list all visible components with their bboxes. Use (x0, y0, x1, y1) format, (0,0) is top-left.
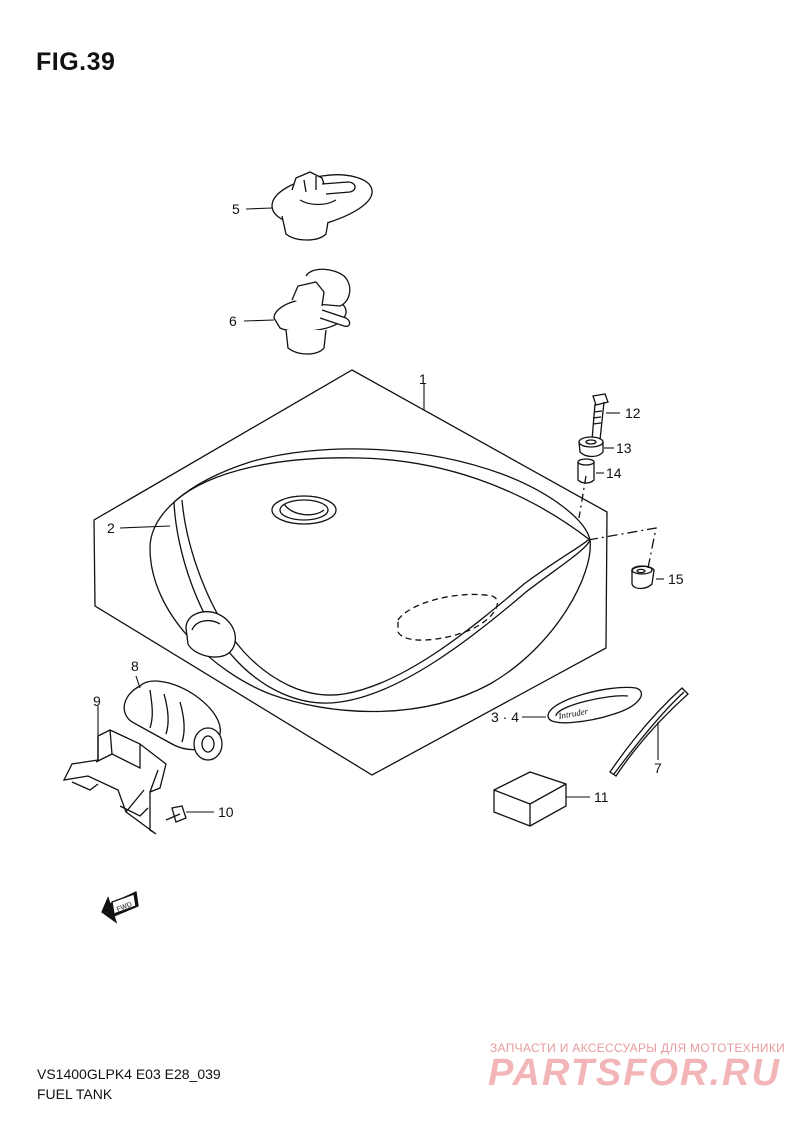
callout-15: 15 (668, 571, 684, 587)
leader-lines (97, 207, 664, 813)
callout-12: 12 (625, 405, 641, 421)
callout-9: 9 (93, 693, 101, 709)
bracket-9[interactable] (62, 729, 167, 835)
callout-14: 14 (606, 465, 622, 481)
bolt-10[interactable] (165, 805, 187, 823)
trim-strip-7[interactable] (609, 687, 689, 777)
callout-8: 8 (131, 658, 139, 674)
model-code: VS1400GLPK4 E03 E28_039 (37, 1066, 221, 1082)
callout-6: 6 (229, 313, 237, 329)
fuel-tank-1[interactable] (93, 369, 608, 776)
cushion-13[interactable] (578, 436, 604, 458)
callout-2: 2 (107, 520, 115, 536)
callout-5: 5 (232, 201, 240, 217)
callout-7: 7 (654, 760, 662, 776)
callout-3-4: 3 · 4 (491, 709, 519, 725)
callout-1: 1 (419, 371, 427, 387)
spacer-14[interactable] (577, 458, 595, 484)
cushion-15[interactable] (631, 565, 655, 590)
fuel-cap-6[interactable] (273, 268, 351, 355)
cushion-block-11[interactable] (493, 771, 567, 827)
figure-title: FIG.39 (36, 48, 116, 76)
fwd-arrow-icon: FWD (101, 891, 139, 924)
watermark-tagline: ЗАПЧАСТИ И АКСЕССУАРЫ ДЛЯ МОТОТЕХНИКИ (490, 1041, 786, 1055)
damper-8[interactable] (123, 680, 223, 761)
emblem-3-4[interactable]: Intruder (547, 686, 642, 724)
callout-10: 10 (218, 804, 234, 820)
fuel-cap-5[interactable] (271, 171, 373, 241)
callout-13: 13 (616, 440, 632, 456)
figure-caption: FUEL TANK (37, 1086, 113, 1102)
watermark-logo: PARTSFOR.RU (488, 1052, 781, 1094)
bolt-12[interactable] (591, 393, 609, 441)
callout-11: 11 (594, 789, 609, 805)
